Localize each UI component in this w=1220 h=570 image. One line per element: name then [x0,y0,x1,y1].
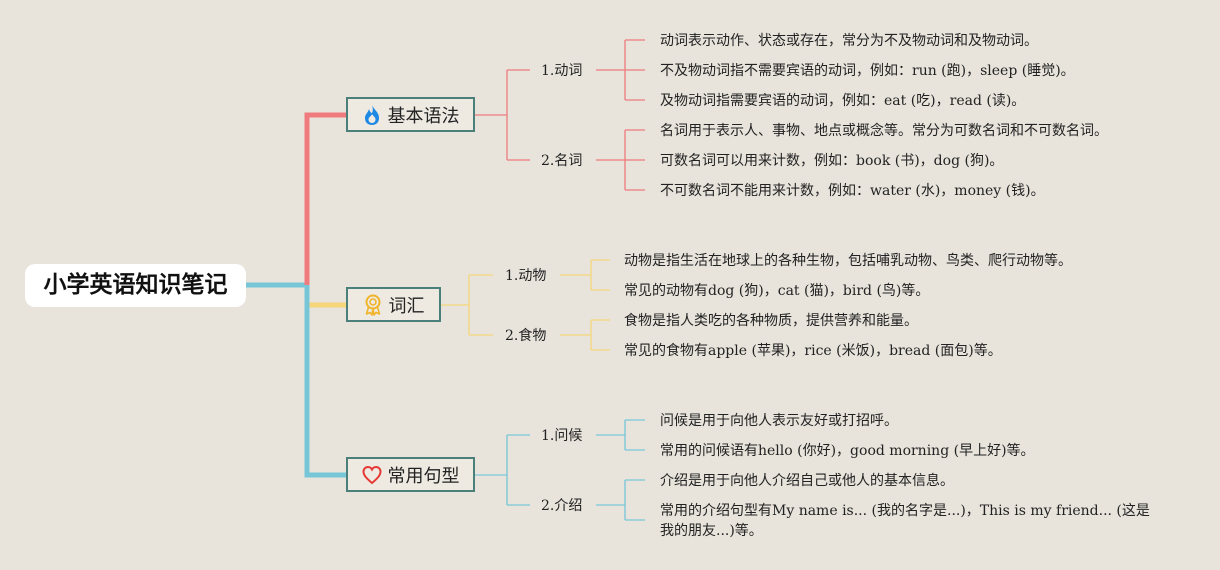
branch-sentences[interactable]: 常用句型 [346,457,475,492]
leaf-note[interactable]: 问候是用于向他人表示友好或打招呼。 [660,413,898,429]
sub-topic-greetings[interactable]: 1.问候 [541,428,583,444]
leaf-note[interactable]: 可数名词可以用来计数，例如：book (书)，dog (狗)。 [660,153,1004,169]
sub-topic-food[interactable]: 2.食物 [505,328,547,344]
branch-grammar[interactable]: 基本语法 [346,97,475,132]
leaf-note[interactable]: 及物动词指需要宾语的动词，例如：eat (吃)，read (读)。 [660,93,1026,109]
sub-topic-introductions[interactable]: 2.介绍 [541,498,583,514]
leaf-note[interactable]: 动词表示动作、状态或存在，常分为不及物动词和及物动词。 [660,33,1038,49]
sub-topic-animals[interactable]: 1.动物 [505,268,547,284]
leaf-note[interactable]: 食物是指人类吃的各种物质，提供营养和能量。 [624,313,918,329]
branch-label: 常用句型 [387,465,460,487]
branch-label: 基本语法 [387,105,460,127]
sub-topic-noun[interactable]: 2.名词 [541,153,583,169]
fire-icon [362,104,382,126]
leaf-note[interactable]: 名词用于表示人、事物、地点或概念等。常分为可数名词和不可数名词。 [660,123,1108,139]
heart-icon [361,464,382,486]
award-icon [363,294,383,316]
leaf-note[interactable]: 不可数名词不能用来计数，例如：water (水)，money (钱)。 [660,183,1045,199]
leaf-note[interactable]: 介绍是用于向他人介绍自己或他人的基本信息。 [660,473,954,489]
sub-topic-verb[interactable]: 1.动词 [541,63,583,79]
leaf-note[interactable]: 不及物动词指不需要宾语的动词，例如：run (跑)，sleep (睡觉)。 [660,63,1075,79]
branch-label: 词汇 [388,295,425,317]
root-topic[interactable]: 小学英语知识笔记 [25,264,246,307]
branch-vocabulary[interactable]: 词汇 [346,287,441,322]
leaf-note[interactable]: 常用的介绍句型有My name is... (我的名字是...)，This is… [660,503,1150,539]
leaf-note[interactable]: 动物是指生活在地球上的各种生物，包括哺乳动物、鸟类、爬行动物等。 [624,253,1072,269]
leaf-note[interactable]: 常见的动物有dog (狗)，cat (猫)，bird (鸟)等。 [624,283,930,299]
leaf-note[interactable]: 常见的食物有apple (苹果)，rice (米饭)，bread (面包)等。 [624,343,1002,359]
leaf-note[interactable]: 常用的问候语有hello (你好)，good morning (早上好)等。 [660,443,1035,459]
